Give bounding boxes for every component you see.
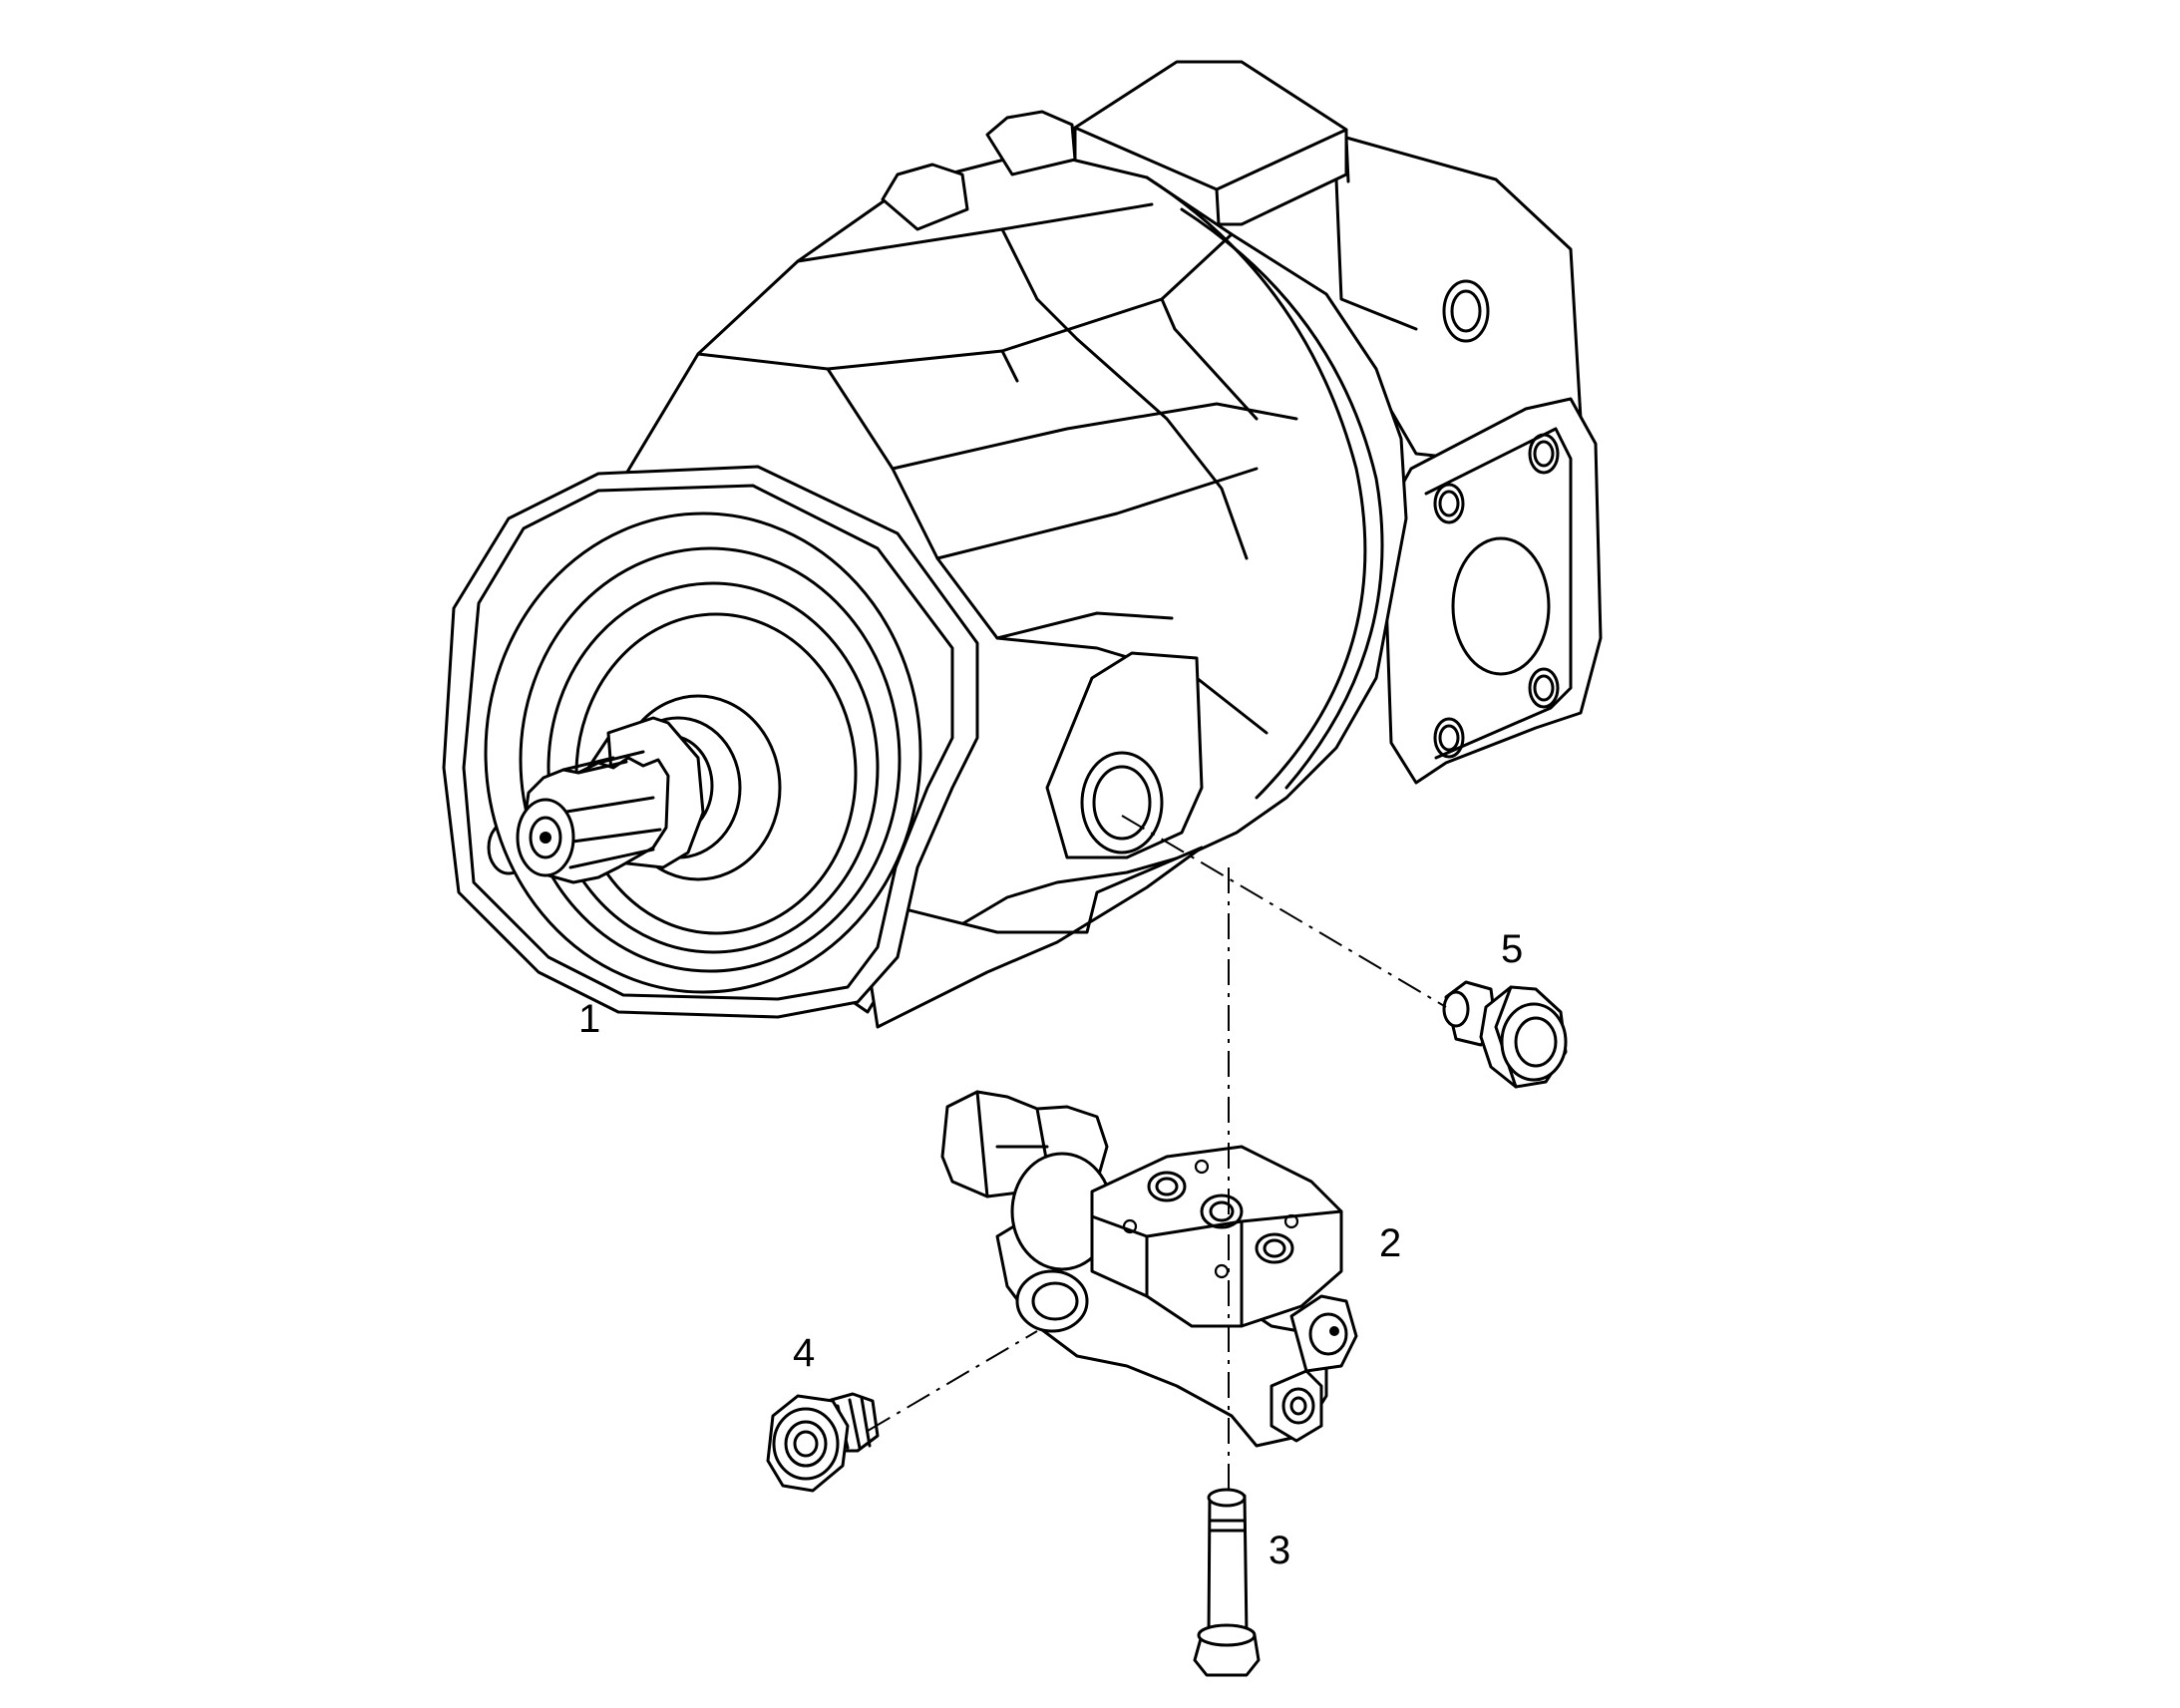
- front-pilot-rings: [484, 512, 922, 994]
- callout-labels: 1 2 3 4 5: [578, 927, 1523, 1572]
- part-2-control-valve[interactable]: [940, 1090, 1358, 1448]
- splined-shaft: [516, 716, 705, 884]
- part-3-cap-screw[interactable]: [1193, 1488, 1261, 1677]
- callout-2: 2: [1379, 1221, 1401, 1265]
- part-4-hex-plug[interactable]: [766, 1392, 880, 1493]
- callout-1: 1: [578, 997, 600, 1041]
- housing-port-boss: [1045, 651, 1204, 859]
- callout-3: 3: [1269, 1529, 1290, 1572]
- part-5-fitting[interactable]: [1442, 980, 1568, 1089]
- housing-top-stub: [881, 110, 1077, 231]
- side-port-flange: [1384, 397, 1603, 785]
- callout-4: 4: [793, 1331, 815, 1375]
- assembly-center-lines: [867, 815, 1447, 1496]
- lower-housing-skirt: [856, 846, 1204, 1029]
- part-1-hydraulic-pump[interactable]: [442, 60, 1603, 1029]
- callout-5: 5: [1501, 927, 1523, 971]
